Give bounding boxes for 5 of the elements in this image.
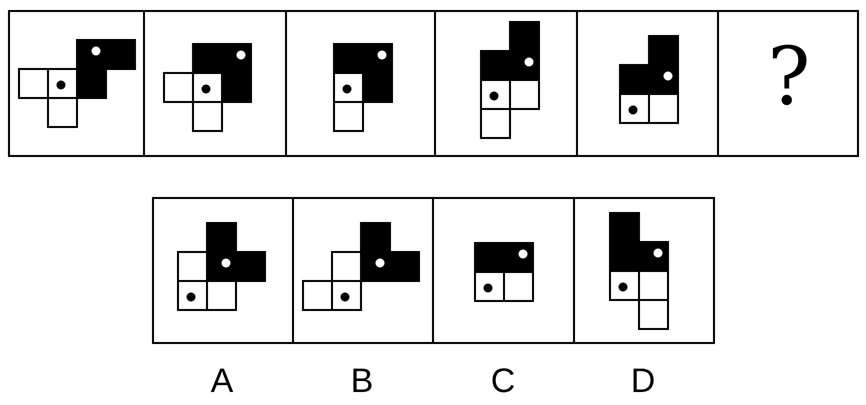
option-letter: A [210, 364, 234, 398]
option-letter: C [490, 364, 516, 398]
question-mark: ? [766, 29, 812, 125]
option-letter: B [350, 364, 374, 398]
option-letter: D [630, 364, 656, 398]
